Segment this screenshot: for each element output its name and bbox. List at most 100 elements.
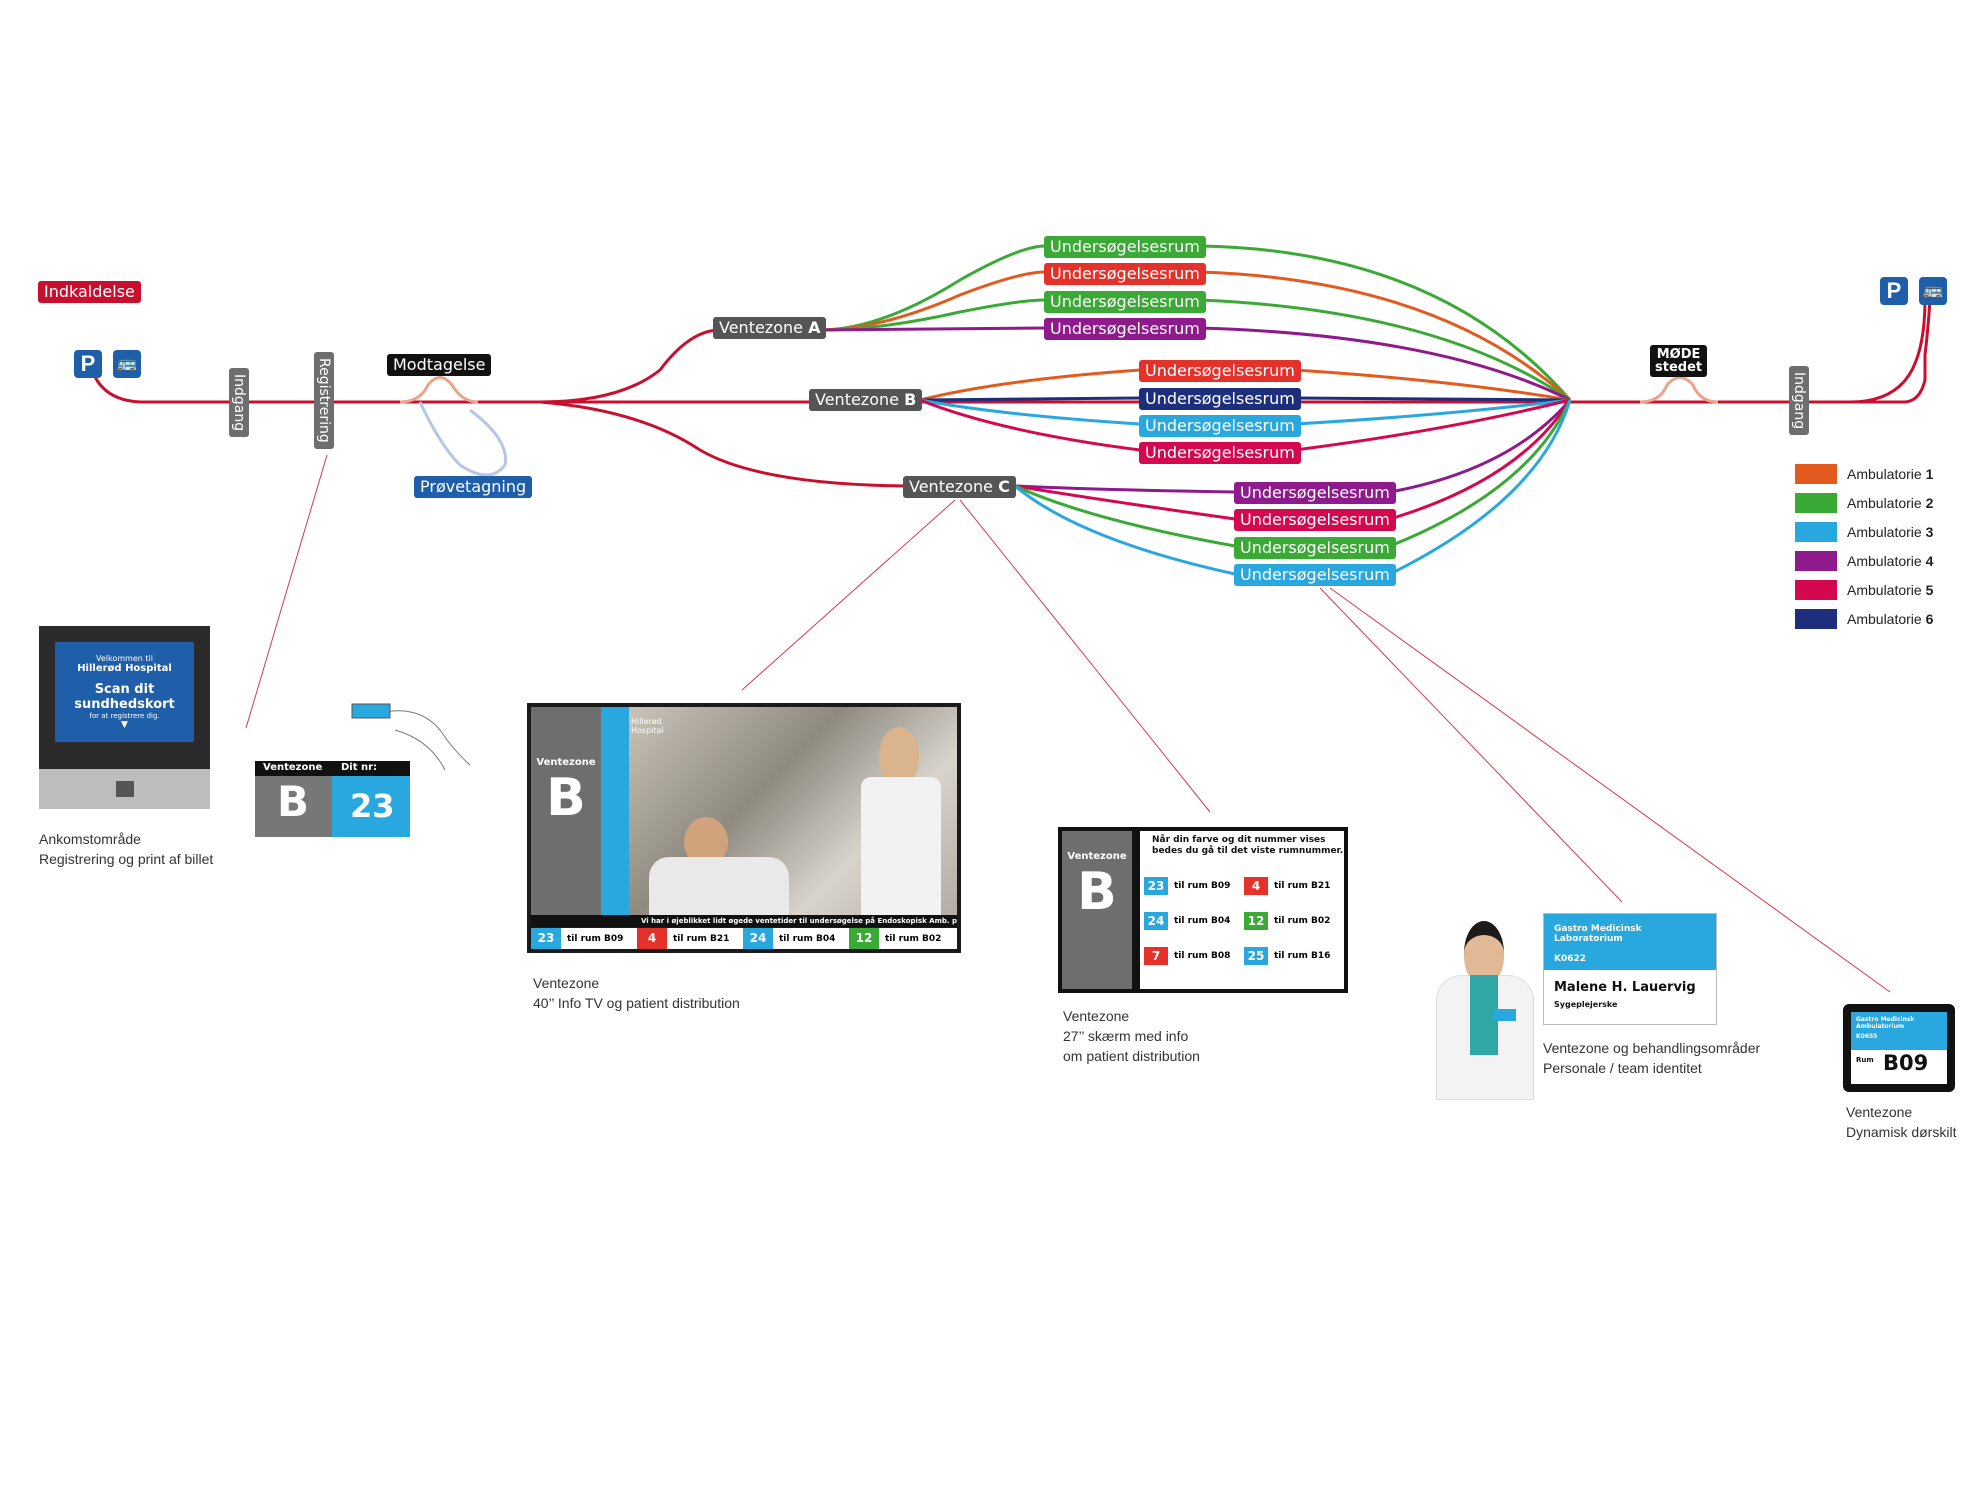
ticket-number: 23 bbox=[350, 787, 395, 825]
provetagning-loop bbox=[418, 401, 508, 477]
room-a2: Undersøgelsesrum bbox=[1044, 263, 1206, 285]
room-c1: Undersøgelsesrum bbox=[1234, 482, 1396, 504]
legend-swatch bbox=[1795, 609, 1837, 629]
room-b4: Undersøgelsesrum bbox=[1139, 442, 1301, 464]
queue-ticket: Ventezone Dit nr: B 23 bbox=[255, 761, 410, 837]
mode-bump bbox=[1639, 376, 1719, 404]
door-room: B09 bbox=[1883, 1051, 1929, 1075]
badge-name: Malene H. Lauervig bbox=[1554, 980, 1696, 995]
branch-c bbox=[539, 400, 911, 488]
legend-item: Ambulatorie 3 bbox=[1795, 521, 1933, 543]
room-c3: Undersøgelsesrum bbox=[1234, 537, 1396, 559]
tv-photo bbox=[629, 707, 957, 915]
main-flow-line bbox=[86, 299, 1932, 404]
legend-item: Ambulatorie 6 bbox=[1795, 608, 1933, 630]
s27-zone-panel: Ventezone B bbox=[1062, 831, 1132, 989]
room-a3: Undersøgelsesrum bbox=[1044, 291, 1206, 313]
legend-swatch bbox=[1795, 551, 1837, 571]
indgang-left-label: Indgang bbox=[229, 368, 249, 438]
leader-door bbox=[1329, 587, 1891, 993]
room-c2: Undersøgelsesrum bbox=[1234, 509, 1396, 531]
ticket-zone-head: Ventezone bbox=[263, 762, 323, 773]
kiosk-base bbox=[39, 769, 210, 809]
card-slot bbox=[116, 781, 134, 797]
room-a4: Undersøgelsesrum bbox=[1044, 318, 1206, 340]
legend-item: Ambulatorie 2 bbox=[1795, 492, 1933, 514]
to-right-parking bbox=[1849, 299, 1927, 404]
kiosk-line4: sundhedskort bbox=[74, 697, 175, 712]
leader-c-screen bbox=[959, 499, 1211, 813]
room-b3: Undersøgelsesrum bbox=[1139, 415, 1301, 437]
ventezone-a-label: Ventezone A bbox=[713, 317, 827, 339]
room-c4: Undersøgelsesrum bbox=[1234, 564, 1396, 586]
down-arrow-icon: ▼ bbox=[121, 720, 128, 730]
modtagelse-label: Modtagelse bbox=[387, 354, 492, 376]
bus-icon-right: 🚌 bbox=[1919, 277, 1947, 305]
tv-ticker: Vi har i øjeblikket lidt øgede ventetide… bbox=[531, 915, 957, 927]
kiosk-line1: Velkommen til bbox=[96, 654, 153, 663]
nurse-photo bbox=[1418, 913, 1548, 1100]
room-b2: Undersøgelsesrum bbox=[1139, 388, 1301, 410]
legend-item: Ambulatorie 1 bbox=[1795, 463, 1933, 485]
parking-icon-right: P bbox=[1880, 277, 1908, 305]
parking-icon: P bbox=[74, 350, 102, 378]
kiosk-line5: for at registrere dig. bbox=[89, 712, 160, 720]
branch-a bbox=[539, 328, 721, 404]
legend-swatch bbox=[1795, 522, 1837, 542]
legend-swatch bbox=[1795, 493, 1837, 513]
registrering-label: Registrering bbox=[314, 352, 334, 449]
legend-item: Ambulatorie 5 bbox=[1795, 579, 1933, 601]
leader-registrering bbox=[245, 454, 328, 729]
indgang-right-label: Indgang bbox=[1789, 366, 1809, 436]
ventezone-c-label: Ventezone C bbox=[903, 476, 1016, 498]
tv-zone-panel: Ventezone B bbox=[531, 707, 601, 915]
room-a1: Undersøgelsesrum bbox=[1044, 236, 1206, 258]
kiosk-line3: Scan dit bbox=[94, 682, 155, 697]
registration-kiosk: Velkommen til Hillerød Hospital Scan dit… bbox=[39, 626, 210, 809]
door-rum: Rum bbox=[1856, 1056, 1874, 1064]
leader-staff bbox=[1319, 587, 1623, 903]
leader-c-tv bbox=[741, 499, 956, 691]
badge-code: K0622 bbox=[1554, 954, 1587, 964]
room-b1: Undersøgelsesrum bbox=[1139, 360, 1301, 382]
indkaldelse-label: Indkaldelse bbox=[38, 281, 141, 303]
ticket-num-head: Dit nr: bbox=[341, 762, 378, 773]
legend-swatch bbox=[1795, 580, 1837, 600]
bus-icon: 🚌 bbox=[113, 350, 141, 378]
kiosk-screen: Velkommen til Hillerød Hospital Scan dit… bbox=[55, 642, 194, 742]
modtagelse-bump bbox=[399, 376, 479, 404]
hand-sketch bbox=[384, 710, 471, 771]
provetagning-label: Prøvetagning bbox=[414, 476, 533, 498]
legend-swatch bbox=[1795, 464, 1837, 484]
legend-item: Ambulatorie 4 bbox=[1795, 550, 1933, 572]
badge-role: Sygeplejerske bbox=[1554, 1000, 1618, 1009]
ventezone-b-label: Ventezone B bbox=[809, 389, 923, 411]
ticket-zone: B bbox=[277, 777, 310, 826]
